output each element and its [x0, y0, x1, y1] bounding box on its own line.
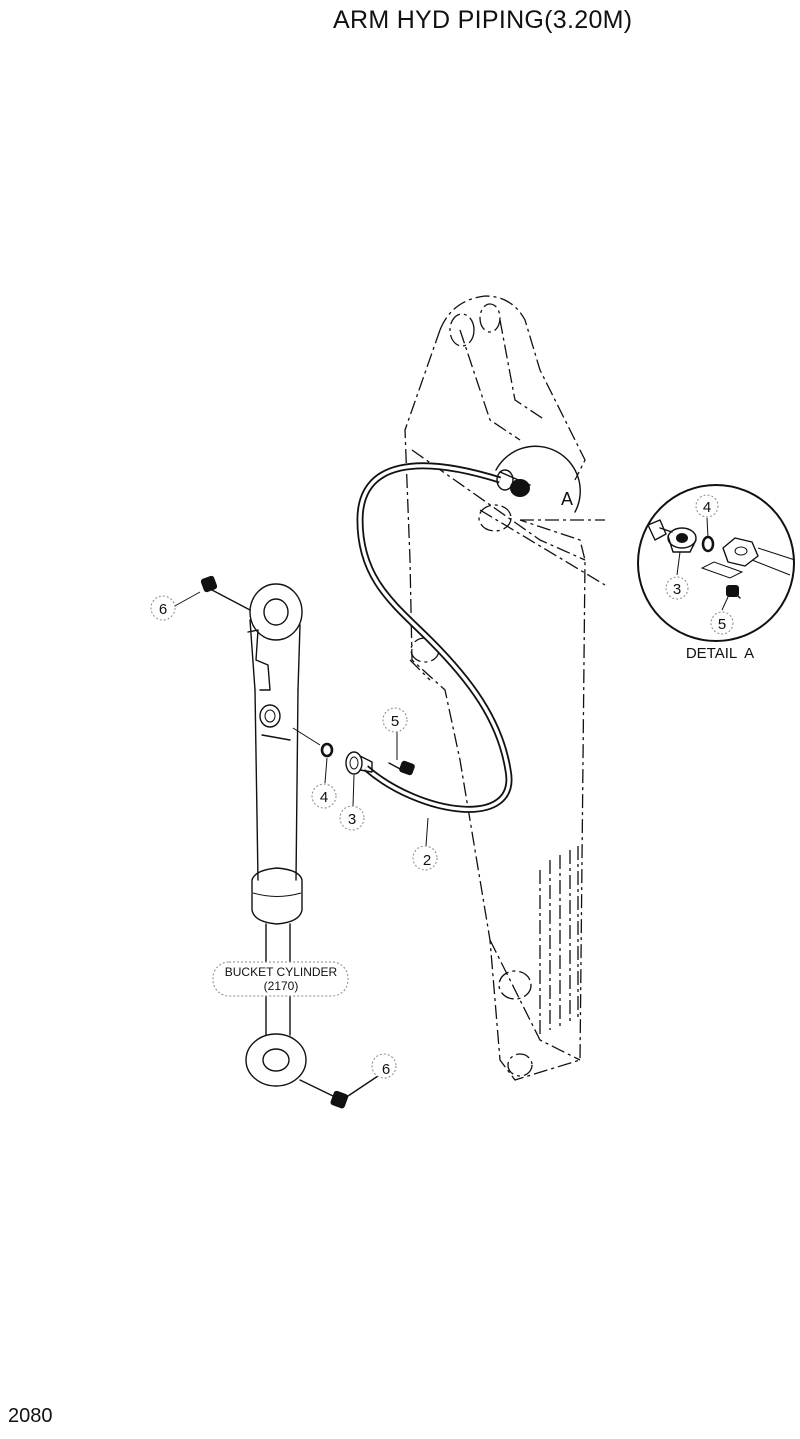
hose-upper-fitting	[496, 469, 531, 497]
detail-callout-5-text: 5	[718, 616, 726, 633]
callout-4-lower-text: 4	[320, 789, 328, 806]
arm-outline	[404, 295, 606, 1081]
callout-2-text: 2	[423, 852, 431, 869]
bucket-cylinder-name: BUCKET CYLINDER	[225, 965, 338, 979]
detail-a-marker-circle	[495, 445, 581, 513]
detail-callout-4-text: 4	[703, 499, 711, 516]
detail-callout-3-text: 3	[673, 581, 681, 598]
grease-nipple-top	[200, 575, 251, 611]
page-title: ARM HYD PIPING(3.20M)	[333, 6, 633, 34]
callout-5-lower-text: 5	[391, 713, 399, 730]
callout-3-lower: 3	[339, 805, 365, 831]
detail-a-caption: DETAIL A	[686, 645, 754, 662]
o-ring	[320, 742, 334, 758]
callout-6-top: 6	[150, 595, 176, 621]
detail-a-view: 4 3 5	[637, 484, 796, 642]
bucket-cylinder	[245, 583, 307, 1087]
bucket-cylinder-ref: (2170)	[264, 979, 299, 993]
callout-3-lower-text: 3	[348, 811, 356, 828]
bolt	[388, 760, 415, 776]
flange-assembly-lower	[320, 742, 415, 776]
callout-4-lower: 4	[311, 783, 337, 809]
detail-a-marker: A	[561, 489, 573, 509]
callout-2: 2	[412, 845, 438, 871]
bucket-cylinder-label-box	[212, 961, 349, 997]
callout-6-bottom: 6	[371, 1053, 397, 1079]
callout-6-top-text: 6	[159, 601, 167, 618]
callout-5-lower: 5	[382, 707, 408, 733]
leader-lines	[172, 591, 429, 847]
grease-nipple-bottom	[299, 1075, 379, 1109]
hose	[356, 462, 531, 813]
page-number: 2080	[8, 1405, 53, 1427]
callout-6-bottom-text: 6	[382, 1061, 390, 1078]
